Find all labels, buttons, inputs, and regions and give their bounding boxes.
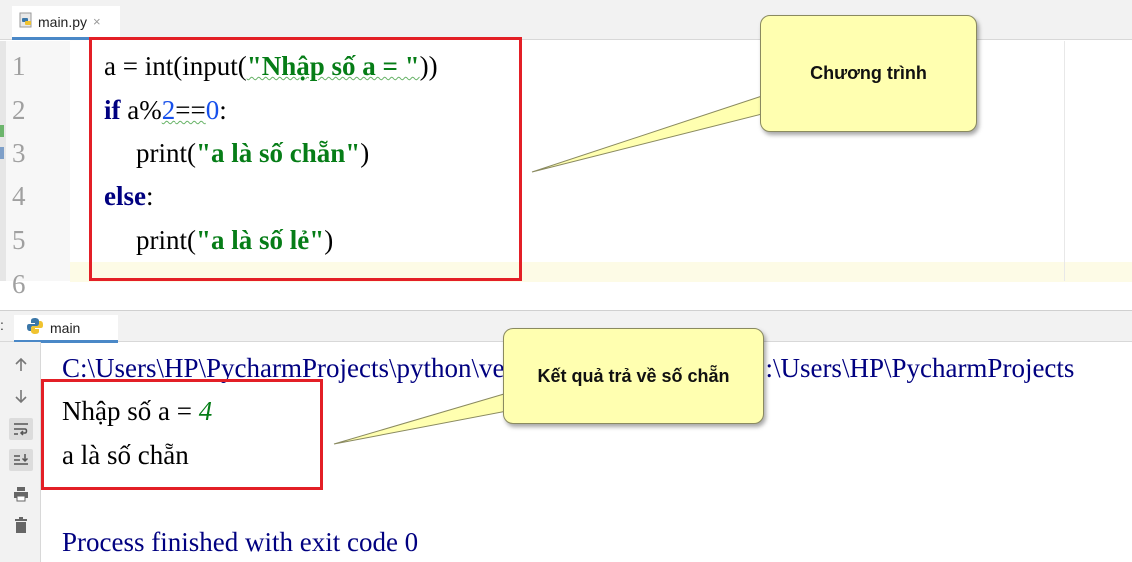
python-file-icon: [18, 12, 34, 31]
code-line-1[interactable]: a = int(input("Nhập số a = ")): [104, 44, 438, 88]
string-literal: "a là số lẻ": [196, 225, 325, 255]
print-icon[interactable]: [9, 483, 33, 505]
code-text: a%: [120, 95, 162, 125]
line-number: 2: [12, 95, 26, 125]
line-number: 1: [12, 51, 26, 81]
python-icon: [26, 317, 44, 338]
code-text: ): [360, 138, 370, 168]
line-number: 3: [12, 138, 26, 168]
callout-program: Chương trình: [760, 15, 977, 132]
keyword: if: [104, 95, 121, 125]
close-tab-icon[interactable]: ×: [93, 14, 101, 29]
console-output-line: a là số chẵn: [62, 440, 189, 470]
change-marker: [0, 147, 4, 159]
callout-result: Kết quả trả về số chẵn: [503, 328, 764, 424]
arrow-up-icon[interactable]: [9, 354, 33, 376]
run-tab-main[interactable]: main: [14, 315, 118, 343]
run-toolbar: [0, 342, 41, 562]
line-number: 5: [12, 225, 26, 255]
arrow-down-icon[interactable]: [9, 385, 33, 407]
console-exit-line: Process finished with exit code 0: [62, 527, 419, 557]
gutter-marker-strip: [0, 41, 6, 281]
code-text: ): [324, 225, 334, 255]
run-tab-label: main: [50, 319, 81, 336]
console-prompt-line: Nhập số a = 4: [62, 393, 212, 429]
string-literal: "a là số chẵn": [196, 138, 361, 168]
current-line-highlight: [70, 262, 1132, 282]
line-number: 4: [12, 181, 26, 211]
string-literal: "Nhập số a = ": [246, 51, 420, 81]
operator: ==: [175, 95, 206, 125]
editor-gutter: [0, 41, 70, 281]
callout-pointer-result: [333, 393, 513, 445]
keyword: else: [104, 181, 146, 211]
code-text: print(: [136, 225, 196, 255]
code-text: :: [219, 95, 227, 125]
console-user-input: 4: [198, 396, 213, 426]
code-text: :: [145, 181, 154, 211]
code-line-2[interactable]: if a%2==0:: [104, 88, 227, 132]
tab-main-py[interactable]: main.py ×: [12, 6, 120, 40]
number-literal: 0: [205, 95, 220, 125]
run-label-fragment: :: [0, 317, 4, 333]
soft-wrap-icon[interactable]: [9, 418, 33, 440]
output-highlight-box: [41, 379, 323, 490]
console-prompt: Nhập số a =: [62, 396, 199, 426]
scroll-to-end-icon[interactable]: [9, 449, 33, 471]
code-line-4[interactable]: else:: [104, 174, 154, 218]
code-line-5[interactable]: print("a là số lẻ"): [136, 218, 333, 262]
change-marker: [0, 125, 4, 137]
code-text: print(: [136, 138, 196, 168]
code-highlight-box: [89, 37, 522, 281]
trash-icon[interactable]: [9, 514, 33, 536]
tab-label: main.py: [38, 13, 88, 30]
callout-pointer-program: [531, 95, 771, 173]
code-text: )): [419, 51, 438, 81]
number-literal: 2: [161, 95, 176, 125]
right-margin-guide: [1064, 41, 1065, 281]
code-line-3[interactable]: print("a là số chẵn"): [136, 131, 369, 175]
code-text: a = int(input(: [104, 51, 247, 81]
